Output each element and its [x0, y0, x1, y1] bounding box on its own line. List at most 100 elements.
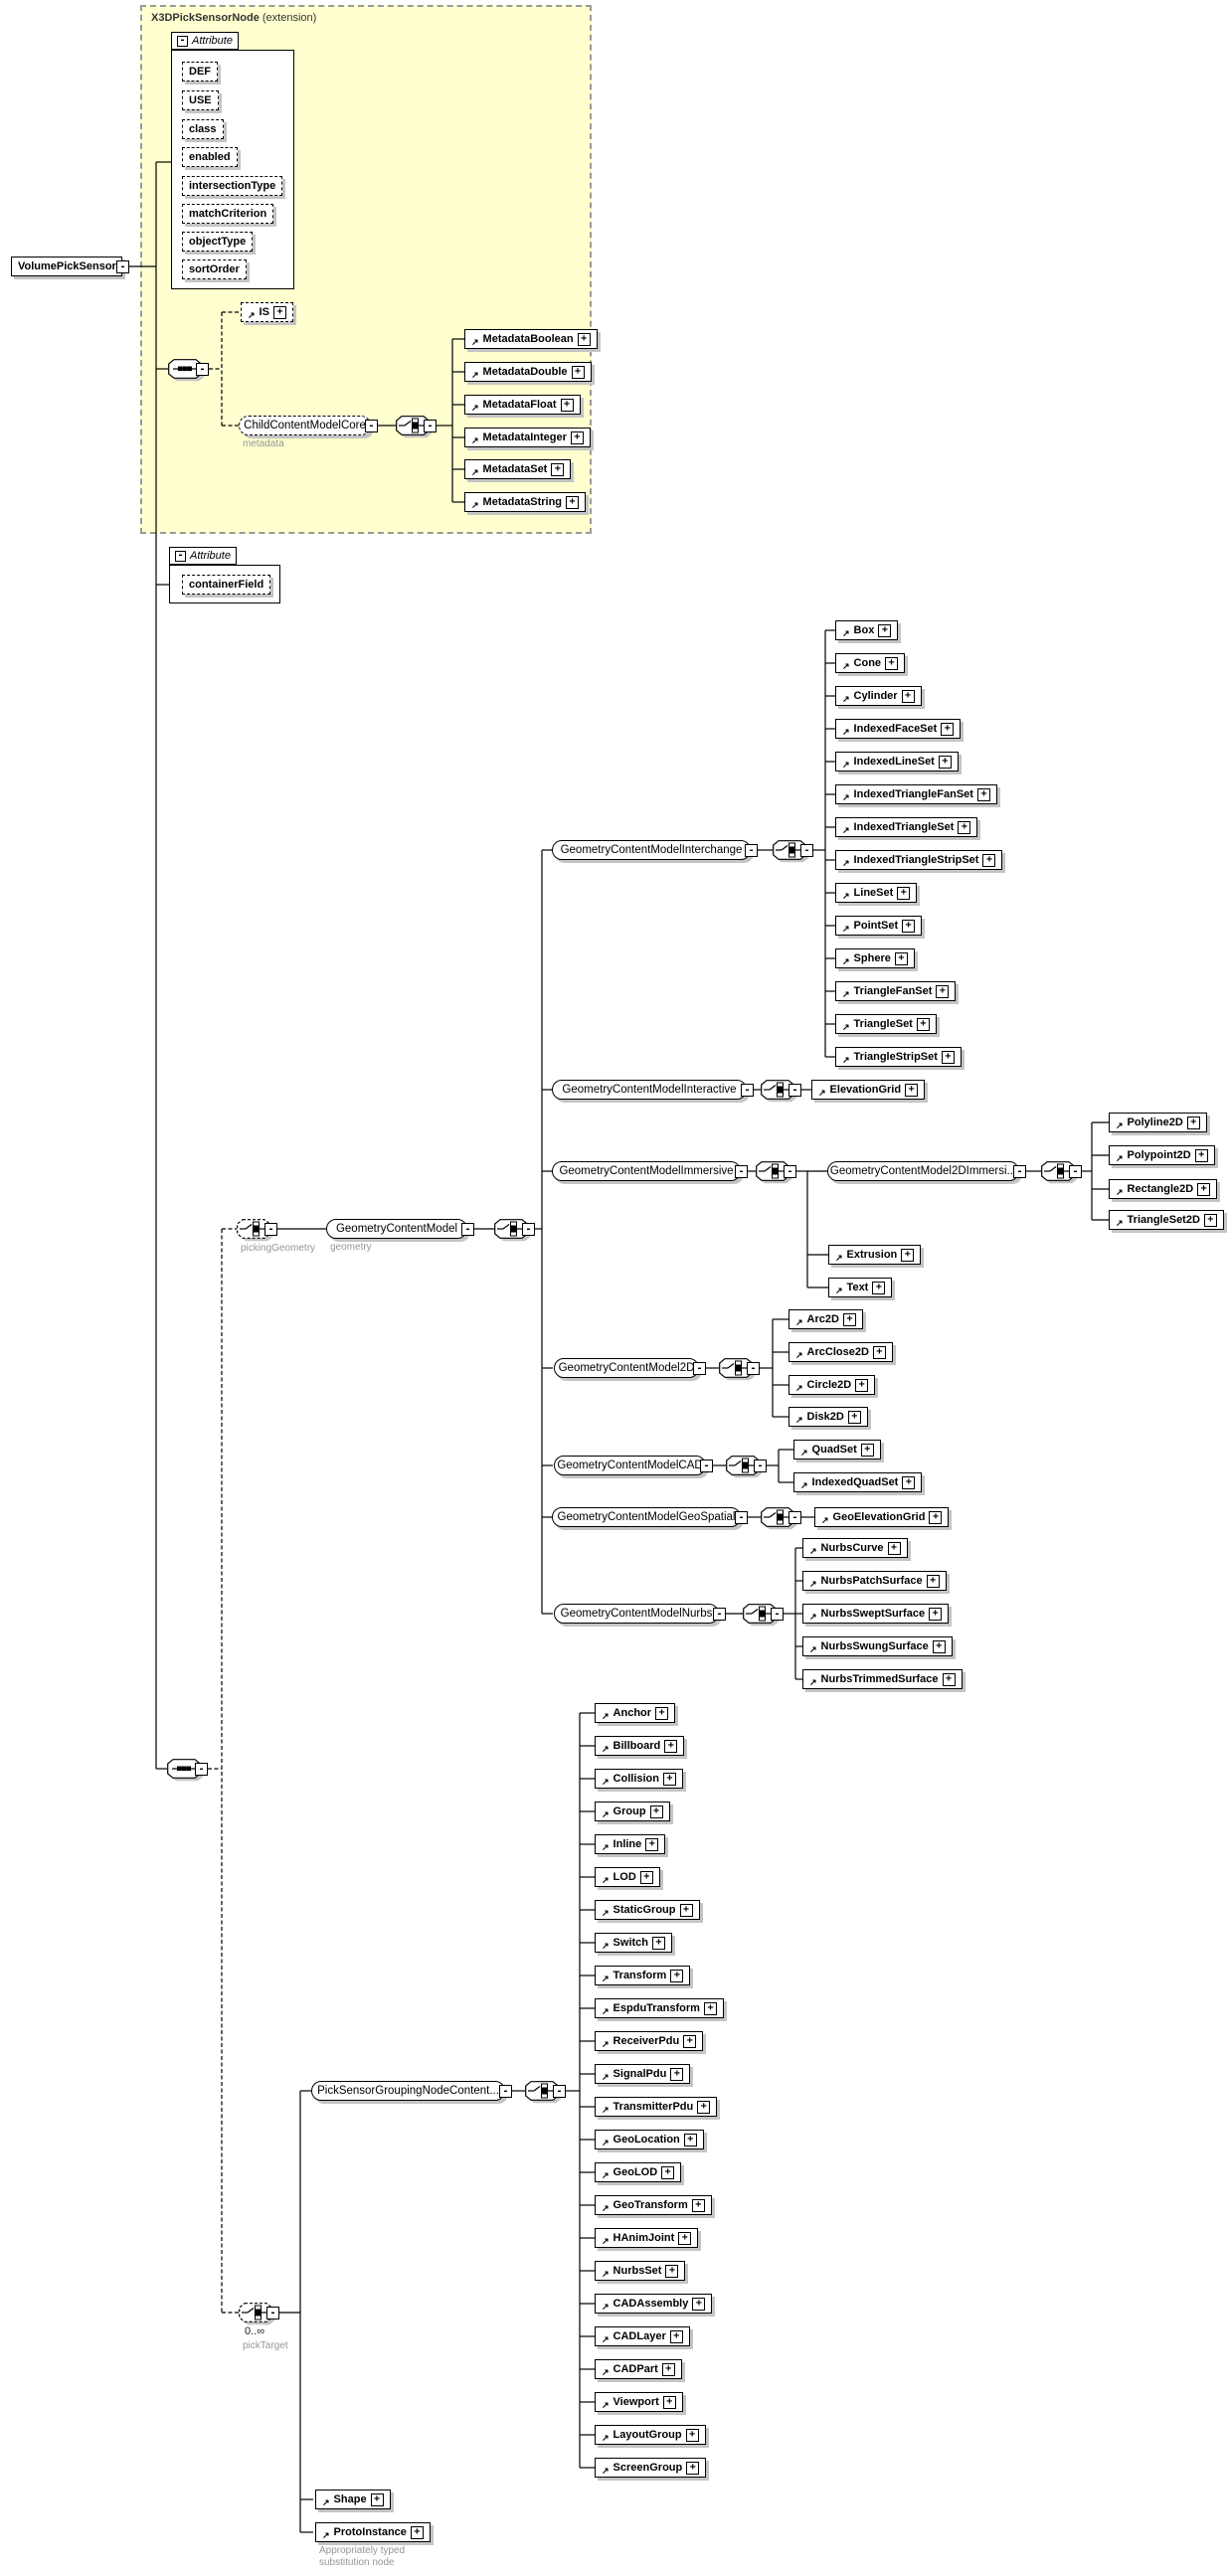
expand-plus-icon[interactable]: + — [932, 1639, 946, 1653]
collapse-minus-icon[interactable]: - — [1069, 1165, 1082, 1178]
expand-plus-icon[interactable]: + — [936, 984, 950, 998]
node-transform[interactable]: ↗Transform+ — [595, 1966, 691, 1985]
node-indexedlineset[interactable]: ↗IndexedLineSet+ — [835, 752, 959, 772]
node-pointset[interactable]: ↗PointSet+ — [835, 916, 923, 936]
expand-plus-icon[interactable]: + — [577, 332, 591, 346]
collapse-minus-icon[interactable]: - — [784, 1165, 796, 1178]
expand-plus-icon[interactable]: + — [272, 305, 286, 319]
node-nurbsswungsurface[interactable]: ↗NurbsSwungSurface+ — [802, 1636, 953, 1656]
attribute-item-sortorder[interactable]: sortOrder — [182, 259, 247, 279]
node-nurbstrimmedsurface[interactable]: ↗NurbsTrimmedSurface+ — [802, 1669, 963, 1689]
collapse-minus-icon[interactable]: - — [789, 1511, 801, 1524]
attribute-item-intersectiontype[interactable]: intersectionType — [182, 176, 283, 196]
node-geometrycontentmodel2d[interactable]: GeometryContentModel2D — [554, 1358, 699, 1378]
node-polypoint2d[interactable]: ↗Polypoint2D+ — [1109, 1145, 1215, 1165]
expand-plus-icon[interactable]: + — [860, 1443, 874, 1457]
node-arc2d[interactable]: ↗Arc2D+ — [789, 1309, 863, 1329]
expand-plus-icon[interactable]: + — [1203, 1213, 1217, 1227]
expand-plus-icon[interactable]: + — [669, 2329, 683, 2343]
expand-plus-icon[interactable]: + — [902, 1475, 916, 1489]
expand-plus-icon[interactable]: + — [916, 1017, 930, 1031]
node-metadataset[interactable]: ↗MetadataSet+ — [464, 459, 572, 479]
node-nurbscurve[interactable]: ↗NurbsCurve+ — [802, 1538, 908, 1558]
collapse-minus-icon[interactable]: - — [264, 1223, 277, 1236]
collapse-minus-icon[interactable]: - — [196, 363, 209, 376]
node-cylinder[interactable]: ↗Cylinder+ — [835, 686, 922, 706]
node-screengroup[interactable]: ↗ScreenGroup+ — [595, 2458, 707, 2478]
node-viewport[interactable]: ↗Viewport+ — [595, 2392, 683, 2412]
collapse-minus-icon[interactable]: - — [735, 1165, 748, 1178]
node-group[interactable]: ↗Group+ — [595, 1802, 670, 1821]
node-geometrycontentmodel2dimmersi[interactable]: GeometryContentModel2DImmersi... — [827, 1161, 1019, 1181]
node-indexedtrianglefanset[interactable]: ↗IndexedTriangleFanSet+ — [835, 784, 997, 804]
node-box[interactable]: ↗Box+ — [835, 620, 899, 640]
expand-plus-icon[interactable]: + — [655, 1706, 669, 1720]
node-rectangle2d[interactable]: ↗Rectangle2D+ — [1109, 1179, 1218, 1199]
expand-plus-icon[interactable]: + — [855, 1378, 869, 1392]
expand-plus-icon[interactable]: + — [902, 919, 916, 933]
expand-plus-icon[interactable]: + — [679, 1903, 693, 1917]
node-lod[interactable]: ↗LOD+ — [595, 1867, 660, 1887]
node-transmitterpdu[interactable]: ↗TransmitterPdu+ — [595, 2097, 718, 2117]
node-disk2d[interactable]: ↗Disk2D+ — [789, 1407, 868, 1427]
node-geometrycontentmodelinterchange[interactable]: GeometryContentModelInterchange — [552, 840, 751, 860]
node-hanimjoint[interactable]: ↗HAnimJoint+ — [595, 2228, 699, 2248]
expand-plus-icon[interactable]: + — [982, 853, 996, 867]
collapse-minus-icon[interactable]: - — [522, 1223, 535, 1236]
node-sphere[interactable]: ↗Sphere+ — [835, 948, 915, 968]
node-signalpdu[interactable]: ↗SignalPdu+ — [595, 2064, 691, 2084]
expand-plus-icon[interactable]: + — [842, 1312, 856, 1326]
node-circle2d[interactable]: ↗Circle2D+ — [789, 1375, 876, 1395]
expand-plus-icon[interactable]: + — [941, 722, 955, 736]
node-indexedquadset[interactable]: ↗IndexedQuadSet+ — [793, 1472, 923, 1492]
expand-plus-icon[interactable]: + — [551, 462, 565, 476]
expand-plus-icon[interactable]: + — [901, 1248, 915, 1262]
expand-plus-icon[interactable]: + — [410, 2525, 424, 2539]
node-quadset[interactable]: ↗QuadSet+ — [793, 1440, 881, 1460]
node-shape[interactable]: ↗Shape+ — [315, 2490, 391, 2509]
node-cadlayer[interactable]: ↗CADLayer+ — [595, 2326, 690, 2346]
sequence-icon[interactable] — [167, 1759, 205, 1788]
node-switch[interactable]: ↗Switch+ — [595, 1933, 672, 1953]
expand-plus-icon[interactable]: + — [661, 2165, 675, 2179]
node-nurbspatchsurface[interactable]: ↗NurbsPatchSurface+ — [802, 1571, 947, 1591]
expand-plus-icon[interactable]: + — [678, 2231, 692, 2245]
attribute-item-containerfield[interactable]: containerField — [182, 575, 271, 595]
collapse-minus-icon[interactable]: - — [1013, 1165, 1026, 1178]
node-collision[interactable]: ↗Collision+ — [595, 1769, 683, 1789]
node-geometrycontentmodel[interactable]: GeometryContentModel — [326, 1219, 467, 1239]
expand-plus-icon[interactable]: + — [560, 398, 574, 412]
collapse-minus-icon[interactable]: - — [735, 1511, 748, 1524]
node-geolocation[interactable]: ↗GeoLocation+ — [595, 2130, 704, 2149]
expand-plus-icon[interactable]: + — [872, 1281, 886, 1294]
node-indexedfaceset[interactable]: ↗IndexedFaceSet+ — [835, 719, 962, 739]
node-cone[interactable]: ↗Cone+ — [835, 653, 906, 673]
node-trianglestripset[interactable]: ↗TriangleStripSet+ — [835, 1047, 962, 1067]
expand-plus-icon[interactable]: + — [929, 1510, 943, 1524]
collapse-minus-icon[interactable]: - — [700, 1460, 713, 1472]
collapse-minus-icon[interactable]: - — [499, 2085, 512, 2098]
collapse-minus-icon[interactable]: - — [771, 1608, 784, 1621]
node-polyline2d[interactable]: ↗Polyline2D+ — [1109, 1113, 1207, 1132]
node-staticgroup[interactable]: ↗StaticGroup+ — [595, 1900, 700, 1920]
expand-plus-icon[interactable]: + — [662, 2395, 676, 2409]
expand-plus-icon[interactable]: + — [894, 951, 908, 965]
expand-plus-icon[interactable]: + — [697, 2100, 711, 2114]
node-geometrycontentmodelinteractive[interactable]: GeometryContentModelInteractive — [552, 1080, 747, 1100]
collapse-minus-icon[interactable]: - — [754, 1460, 767, 1472]
attribute-item-objecttype[interactable]: objectType — [182, 232, 254, 252]
node-extrusion[interactable]: ↗Extrusion+ — [828, 1245, 922, 1265]
node-protoinstance[interactable]: ↗ProtoInstance+ — [315, 2522, 431, 2542]
expand-plus-icon[interactable]: + — [663, 1772, 676, 1786]
expand-plus-icon[interactable]: + — [942, 1672, 956, 1686]
node-metadatafloat[interactable]: ↗MetadataFloat+ — [464, 395, 581, 415]
node-billboard[interactable]: ↗Billboard+ — [595, 1736, 685, 1756]
collapse-minus-icon[interactable]: - — [553, 2085, 566, 2098]
expand-plus-icon[interactable]: + — [929, 1607, 943, 1621]
collapse-minus-icon[interactable]: - — [745, 844, 758, 857]
node-triangleset2d[interactable]: ↗TriangleSet2D+ — [1109, 1210, 1224, 1230]
expand-plus-icon[interactable]: + — [670, 1969, 684, 1982]
node-metadatadouble[interactable]: ↗MetadataDouble+ — [464, 362, 592, 382]
expand-plus-icon[interactable]: + — [703, 2001, 717, 2015]
node-geometrycontentmodelimmersive[interactable]: GeometryContentModelImmersive — [552, 1161, 741, 1181]
